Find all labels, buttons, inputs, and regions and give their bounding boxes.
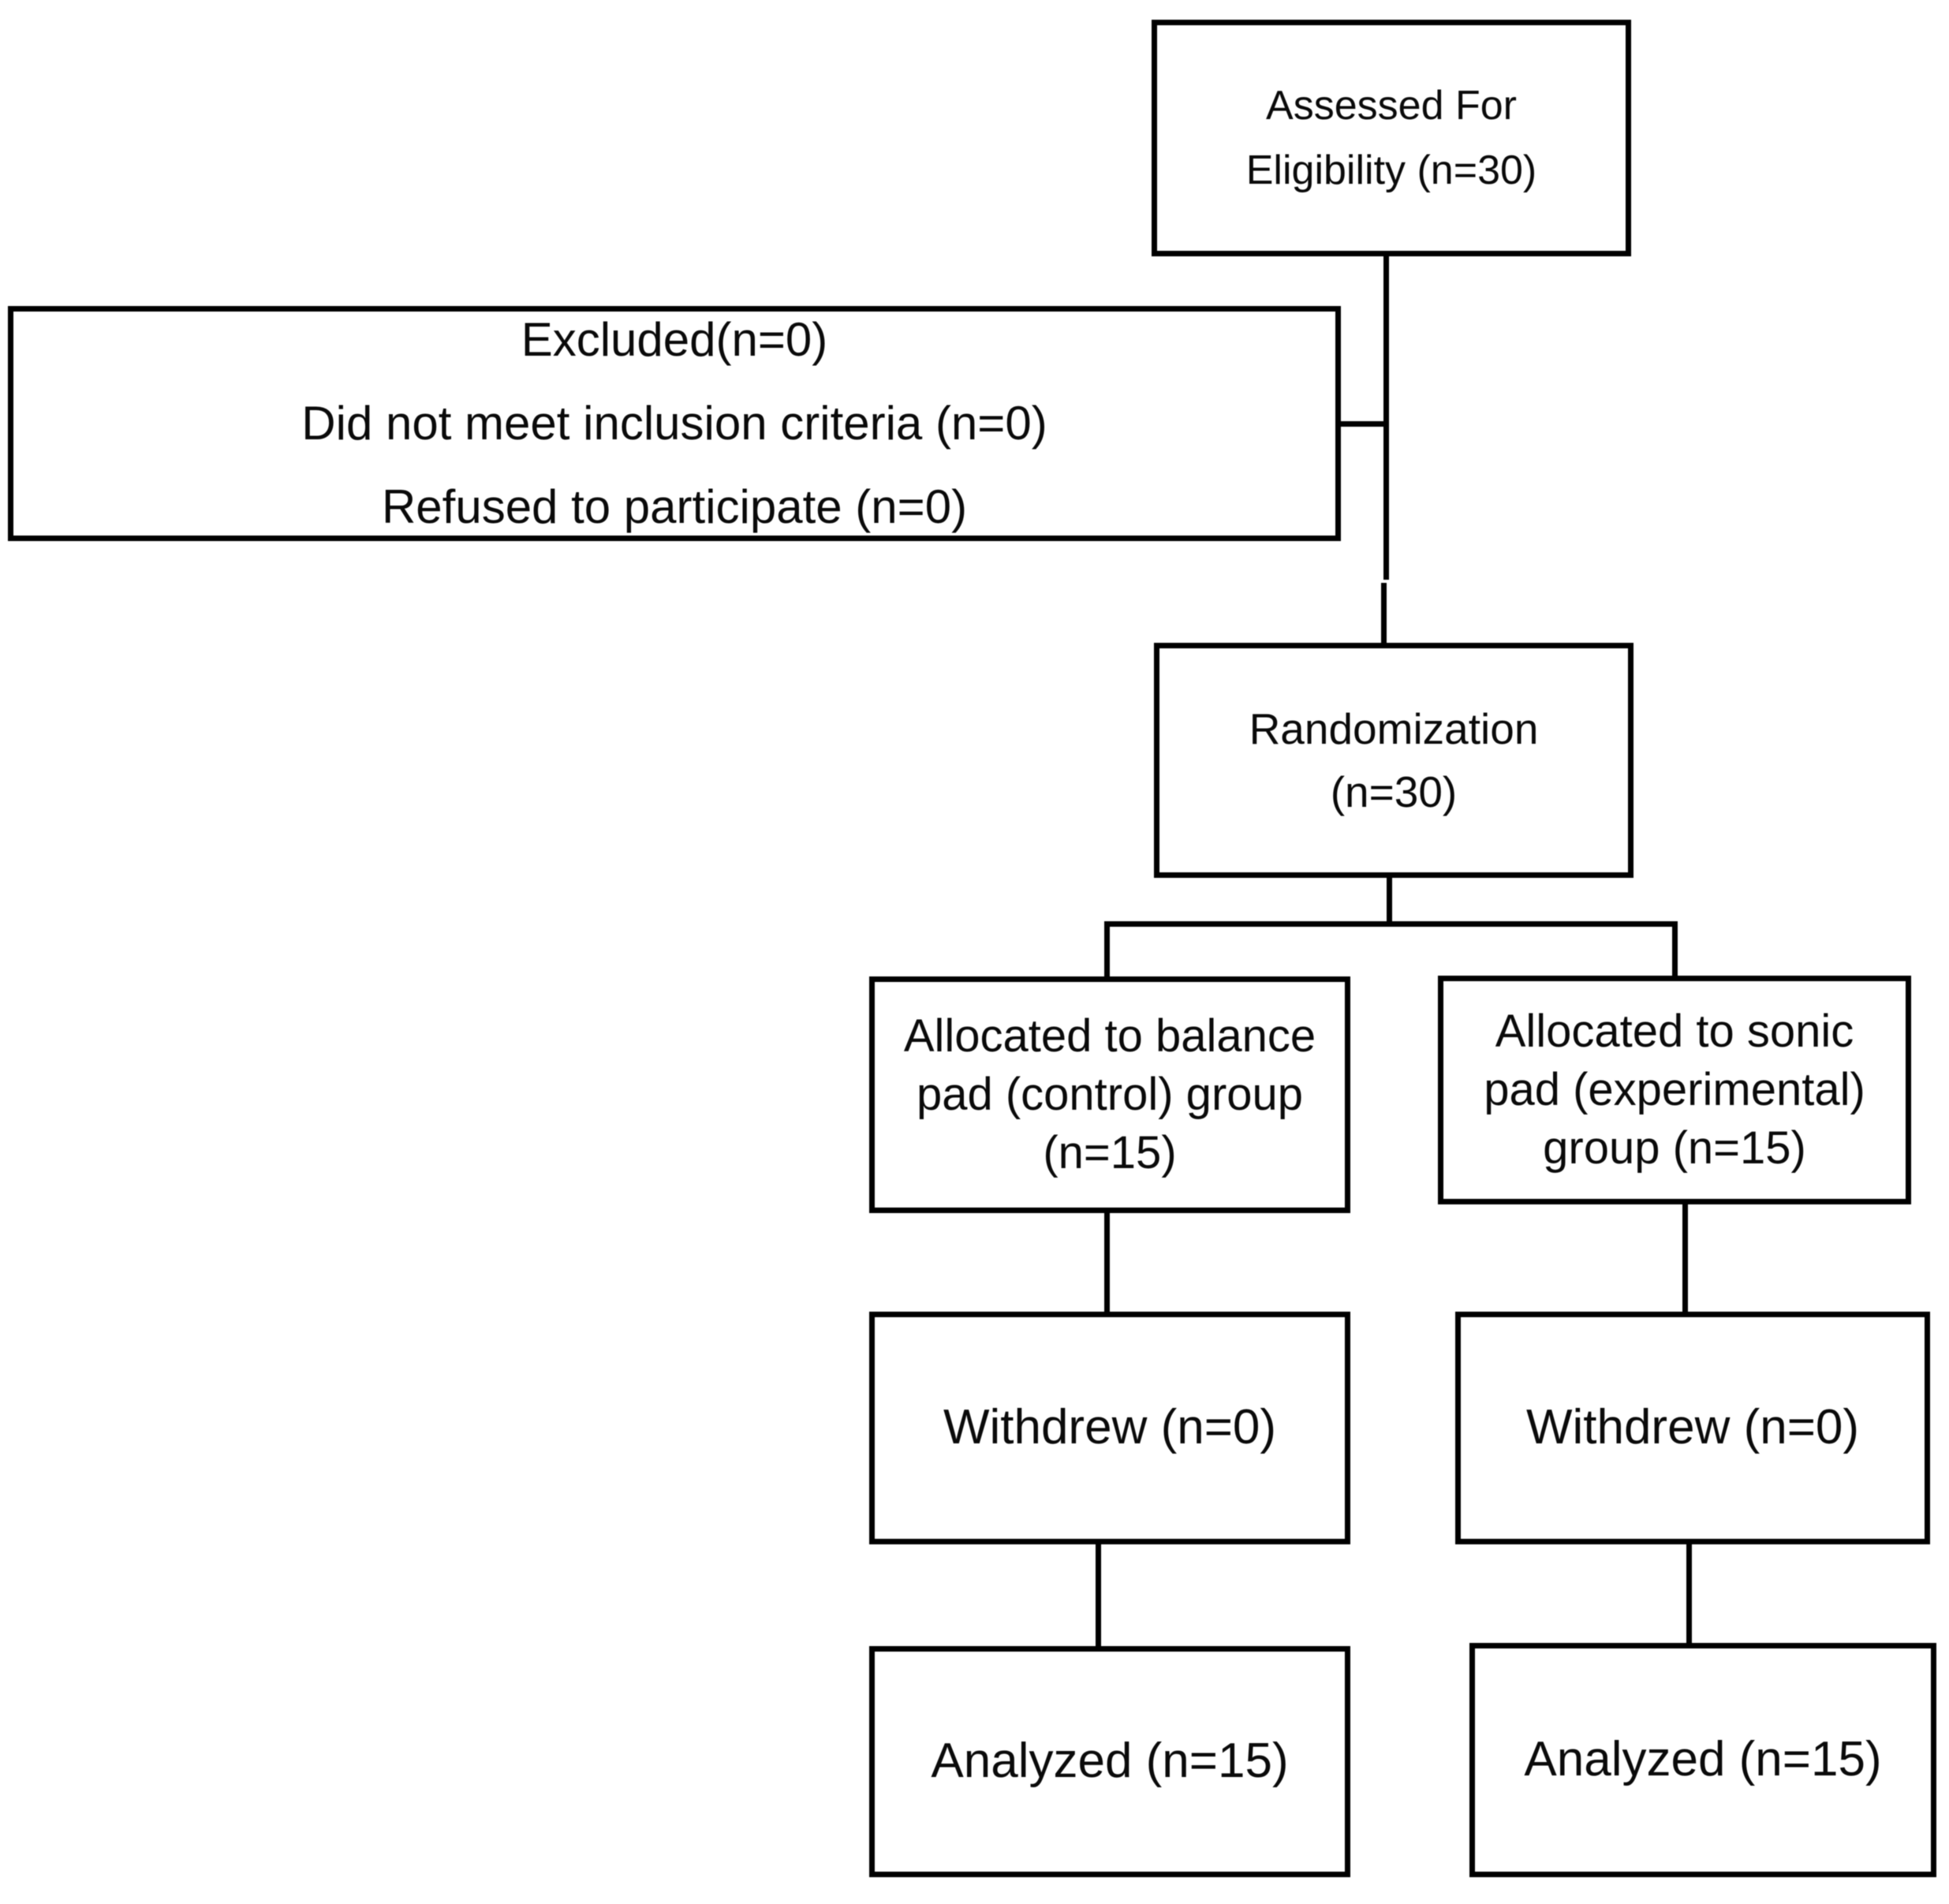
- connector-branch-to-allocated-control: [1104, 921, 1110, 976]
- box-analyzed-experimental-group: Analyzed (n=15): [1469, 1643, 1936, 1877]
- allocated-experimental-line-1: Allocated to sonic: [1495, 1006, 1854, 1057]
- assessed-line-1: Assessed For: [1266, 83, 1517, 129]
- box-withdrew-control-group: Withdrew (n=0): [869, 1312, 1350, 1544]
- randomization-line-1: Randomization: [1249, 704, 1539, 753]
- connector-excluded-branch: [1341, 421, 1389, 427]
- excluded-line-1: Excluded(n=0): [521, 313, 828, 366]
- allocated-experimental-line-3: group (n=15): [1543, 1122, 1806, 1174]
- box-allocated-experimental-group: Allocated to sonic pad (experimental) gr…: [1438, 976, 1911, 1204]
- connector-randomization-to-branch: [1387, 878, 1392, 925]
- box-withdrew-experimental-group: Withdrew (n=0): [1455, 1312, 1930, 1544]
- randomization-line-2: (n=30): [1330, 767, 1458, 816]
- connector-allocated-experimental-to-withdrew: [1682, 1204, 1688, 1312]
- allocated-control-line-2: pad (control) group: [916, 1069, 1304, 1120]
- connector-assessed-to-randomization-lower: [1381, 583, 1387, 643]
- box-randomization: Randomization (n=30): [1154, 643, 1634, 878]
- connector-assessed-to-randomization-upper: [1383, 256, 1389, 580]
- allocated-control-line-3: (n=15): [1043, 1127, 1177, 1178]
- excluded-line-3: Refused to participate (n=0): [381, 480, 968, 533]
- analyzed-control-label: Analyzed (n=15): [931, 1734, 1289, 1789]
- assessed-line-2: Eligibility (n=30): [1245, 147, 1537, 193]
- connector-branch-to-allocated-experimental: [1672, 921, 1678, 976]
- box-assessed-for-eligibility: Assessed For Eligibility (n=30): [1152, 20, 1631, 256]
- box-allocated-control-group: Allocated to balance pad (control) group…: [869, 976, 1350, 1213]
- box-excluded: Excluded(n=0) Did not meet inclusion cri…: [8, 306, 1341, 541]
- withdrew-control-label: Withdrew (n=0): [943, 1400, 1277, 1455]
- connector-branch-horizontal: [1104, 921, 1678, 927]
- withdrew-experimental-label: Withdrew (n=0): [1525, 1400, 1860, 1455]
- connector-allocated-control-to-withdrew: [1104, 1213, 1110, 1312]
- allocated-control-line-1: Allocated to balance: [903, 1010, 1316, 1062]
- box-analyzed-control-group: Analyzed (n=15): [869, 1646, 1350, 1877]
- connector-withdrew-control-to-analyzed: [1096, 1544, 1101, 1646]
- analyzed-experimental-label: Analyzed (n=15): [1524, 1732, 1882, 1787]
- allocated-experimental-line-2: pad (experimental): [1484, 1064, 1865, 1115]
- excluded-line-2: Did not meet inclusion criteria (n=0): [301, 397, 1047, 450]
- connector-withdrew-experimental-to-analyzed: [1686, 1544, 1692, 1643]
